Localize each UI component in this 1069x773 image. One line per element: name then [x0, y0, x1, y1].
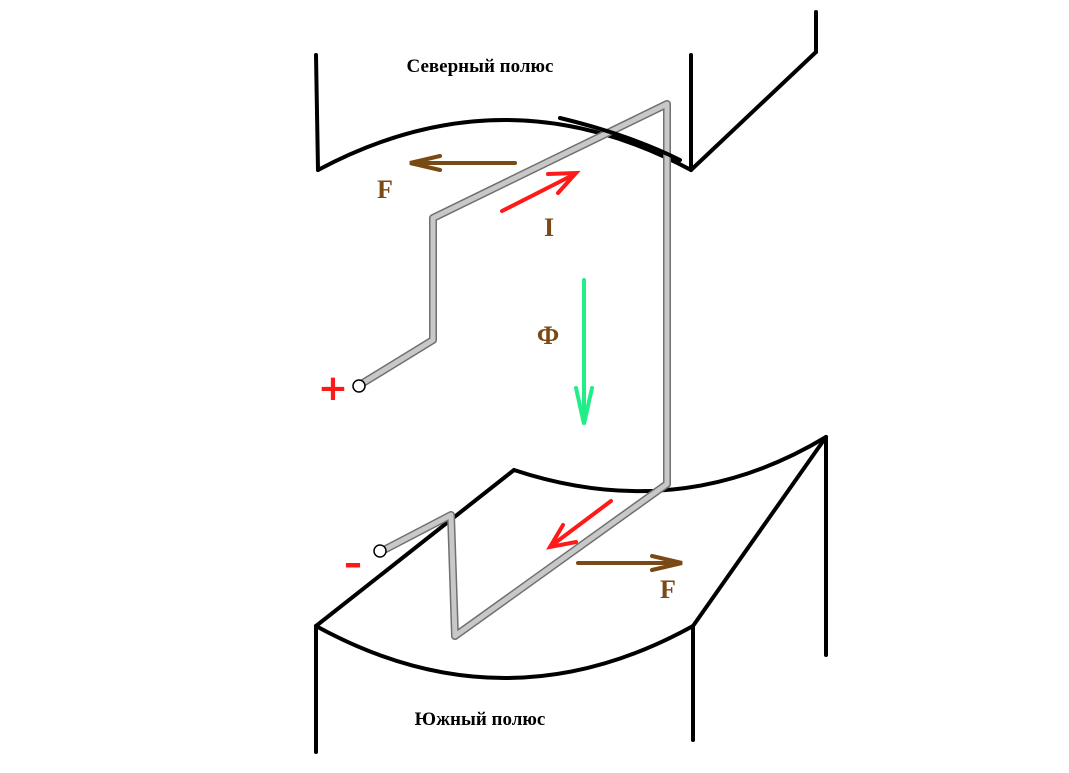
conductor-loop [354, 100, 671, 640]
current-arrow-bottom [546, 499, 613, 550]
force-arrow-bottom [576, 554, 683, 572]
plus-terminal-label: + [318, 368, 348, 409]
minus-terminal-label: – [344, 543, 362, 584]
south-pole-magnet [314, 435, 828, 754]
flux-arrow [574, 278, 594, 425]
north-pole-magnet [314, 10, 818, 172]
force-arrow-top [409, 154, 517, 172]
wire-core [355, 101, 670, 639]
north-pole-label: Северный полюс [407, 56, 554, 77]
minus-terminal-end [373, 544, 387, 558]
current-label: I [544, 213, 554, 242]
north-pole-face-overlay [558, 116, 682, 162]
south-pole-label: Южный полюс [415, 709, 546, 730]
force-label-bottom: F [660, 575, 676, 604]
force-label-top: F [377, 175, 393, 204]
flux-label: Ф [537, 321, 559, 350]
current-arrow-top [500, 170, 581, 213]
plus-terminal-end [352, 379, 366, 393]
